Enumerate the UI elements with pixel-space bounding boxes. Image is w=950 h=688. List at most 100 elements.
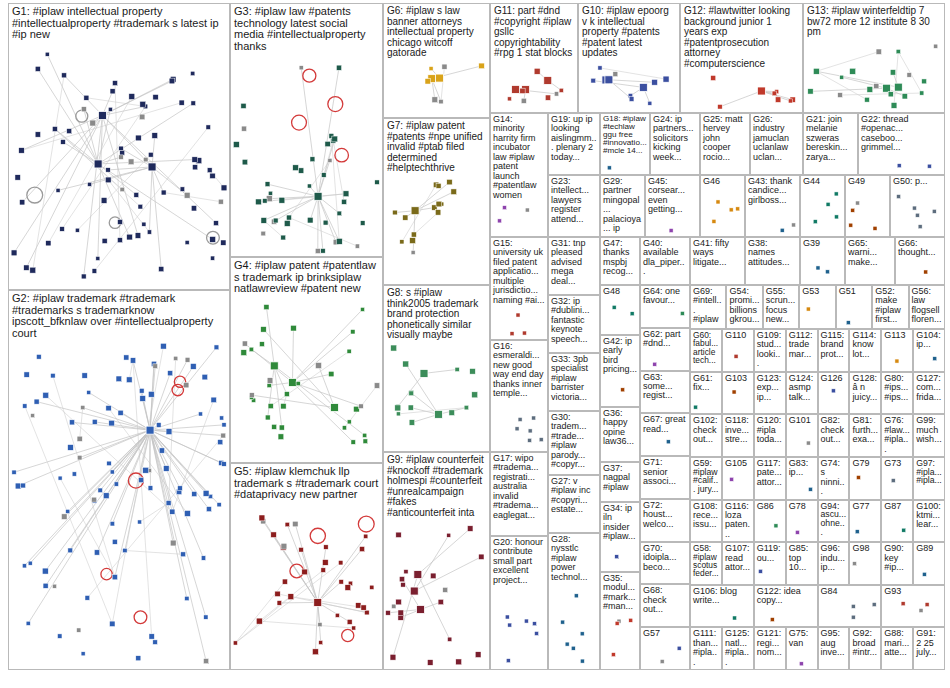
graph-vertex: [528, 429, 532, 433]
group-box: G44: [800, 175, 845, 237]
group-box: G54: promi... billions gkrou...: [726, 285, 762, 329]
graph-vertex: [214, 221, 219, 226]
graph-vertex: [907, 73, 912, 78]
graph-vertex: [365, 610, 370, 615]
group-label: G108: rece... issu...: [693, 502, 719, 530]
graph-edge: [235, 597, 291, 643]
group-box: G117: pate... attor...: [754, 457, 786, 500]
graph-vertex: [630, 312, 634, 316]
group-label: G9: #iplaw counterfeit #knockoff #tradem…: [387, 455, 486, 518]
graph-vertex: [429, 67, 433, 71]
graph-vertex: [613, 72, 618, 77]
graph-vertex: [323, 220, 328, 225]
group-label: G114: know lot...: [852, 331, 878, 359]
graph-edge: [22, 115, 102, 202]
graph-vertex: [156, 423, 161, 428]
graph-vertex: [338, 560, 342, 564]
graph-vertex: [138, 204, 143, 209]
graph-vertex: [432, 97, 438, 103]
group-label: G106: blog write...: [693, 587, 751, 606]
group-box: G71: senior associ...: [640, 456, 690, 499]
group-box: G41: fifty ways litigate...: [690, 237, 745, 285]
graph-edge: [842, 77, 887, 88]
graph-vertex: [774, 524, 778, 528]
graph-vertex: [436, 183, 441, 188]
graph-vertex: [191, 101, 196, 106]
group-label: G50: p...: [893, 177, 942, 186]
group-label: G65: warni... make...: [848, 239, 892, 267]
group-label: G7: #iplaw patent #patents #npe unified …: [387, 121, 486, 174]
graph-vertex: [148, 163, 156, 171]
graph-vertex: [360, 221, 365, 226]
graph-edge: [274, 366, 281, 428]
graph-vertex: [174, 356, 178, 360]
graph-vertex: [891, 479, 895, 483]
group-label: G32: ip #dublini... fantastic keynote sp…: [551, 297, 597, 344]
group-box: G25: matt hervey john cooper rocio...: [700, 113, 750, 175]
graph-vertex: [35, 132, 40, 137]
graph-edge: [33, 75, 64, 270]
graph-vertex: [281, 235, 286, 240]
graph-vertex: [233, 142, 239, 148]
graph-edge: [95, 422, 150, 430]
graph-vertex: [347, 349, 351, 353]
graph-edge: [112, 430, 150, 524]
group-box: G102: check out...: [690, 414, 722, 457]
graph-edge: [125, 550, 183, 554]
group-label: G54: promi... billions gkrou...: [729, 287, 759, 325]
graph-edge: [55, 129, 122, 189]
graph-vertex: [179, 100, 184, 105]
graph-vertex: [352, 626, 356, 630]
graph-vertex: [284, 392, 289, 397]
graph-vertex: [401, 582, 406, 587]
graph-vertex: [56, 188, 60, 192]
graph-vertex: [279, 197, 285, 203]
group-label: G99: much wish...: [916, 416, 942, 444]
graph-vertex: [902, 528, 906, 532]
graph-vertex: [479, 63, 485, 69]
graph-vertex: [850, 68, 856, 74]
graph-vertex: [88, 182, 92, 186]
graph-vertex: [139, 388, 144, 393]
graph-edge: [301, 68, 318, 197]
group-label: G23: intellect... lawyers register atten…: [551, 177, 597, 224]
graph-vertex: [284, 220, 290, 226]
graph-vertex: [34, 399, 39, 404]
graph-vertex: [846, 321, 850, 325]
graph-vertex: [442, 64, 447, 69]
graph-edge: [292, 382, 353, 442]
self-loop: [134, 611, 147, 624]
graph-vertex: [525, 208, 529, 212]
group-label: G97: #ipla... #ipla...: [916, 459, 942, 485]
graph-vertex: [733, 616, 737, 620]
graph-vertex: [75, 228, 79, 232]
group-box: G87: [881, 500, 913, 543]
graph-edge: [152, 167, 187, 195]
graph-vertex: [185, 240, 189, 244]
graph-vertex: [390, 654, 396, 660]
graph-vertex: [123, 548, 127, 552]
graph-edge: [98, 164, 213, 239]
graph-vertex: [337, 211, 342, 216]
graph-vertex: [51, 373, 56, 378]
group-label: G119: ou...: [757, 544, 783, 563]
group-label: G47: thanks mspbj recog...: [603, 239, 637, 277]
graph-edge: [292, 309, 362, 382]
graph-vertex: [20, 200, 25, 205]
graph-vertex: [545, 95, 550, 100]
group-label: G2: #iplaw trademark #trademark #tradema…: [12, 293, 226, 339]
graph-vertex: [82, 373, 87, 378]
graph-vertex: [912, 206, 916, 210]
graph-vertex: [456, 659, 462, 665]
group-box: G30: tradem... #trade... #iplaw parody..…: [548, 411, 600, 475]
group-label: G33: 3pb specialist #iplaw barrister vic…: [551, 355, 597, 402]
graph-vertex: [448, 637, 452, 641]
graph-vertex: [11, 250, 17, 256]
graph-vertex: [296, 381, 300, 385]
graph-vertex: [607, 166, 611, 170]
graph-vertex: [580, 632, 584, 636]
graph-vertex: [222, 423, 226, 427]
graph-vertex: [364, 534, 368, 538]
graph-edge: [143, 398, 150, 430]
graph-vertex: [851, 604, 855, 608]
